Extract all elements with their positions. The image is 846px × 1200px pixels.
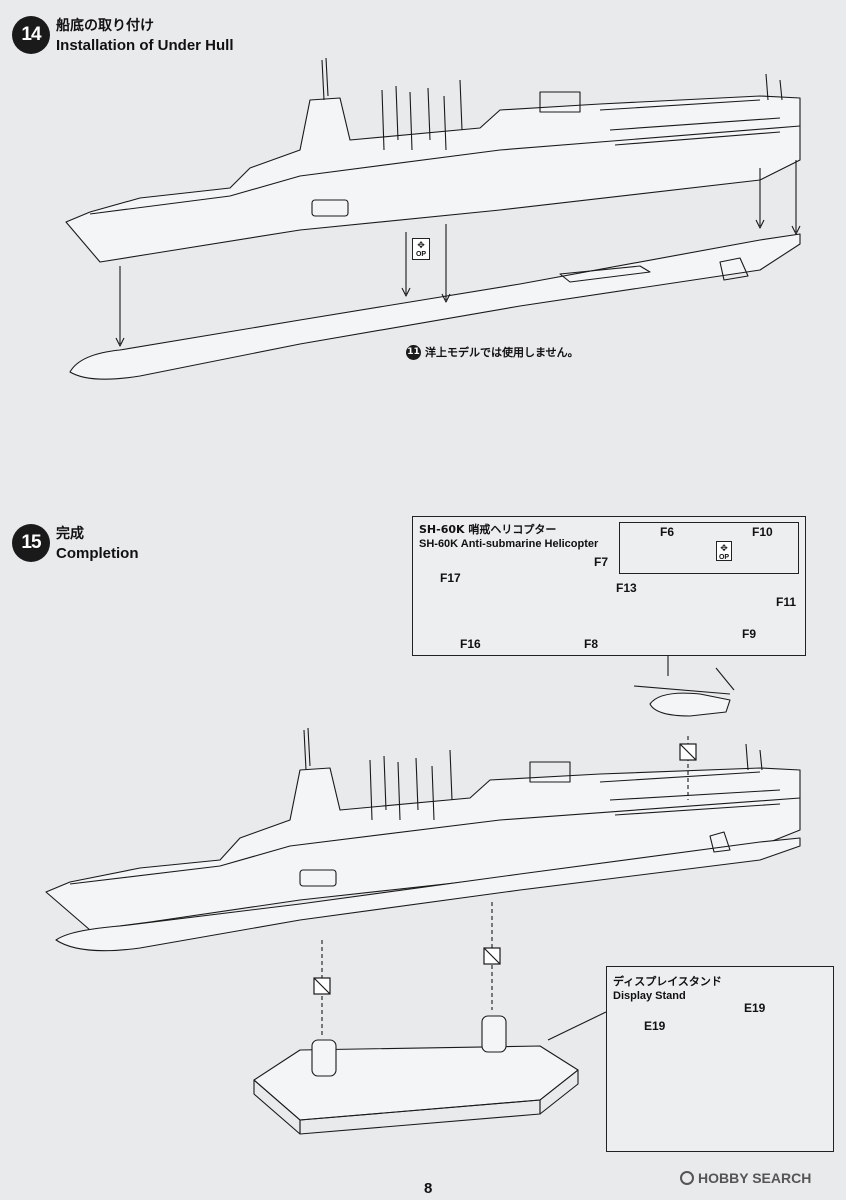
helicopter-title-en: SH-60K Anti-submarine Helicopter	[419, 538, 599, 550]
helicopter-title-jp: SH-60K 哨戒ヘリコプター	[419, 523, 557, 536]
part-label: F13	[616, 581, 637, 595]
page-number: 8	[424, 1180, 433, 1197]
stand-title-en: Display Stand	[613, 990, 686, 1002]
step-15-title-en: Completion	[56, 545, 139, 562]
part-label: F8	[584, 637, 599, 651]
part-label: E19	[644, 1019, 666, 1033]
helicopter-subassembly-box: SH-60K 哨戒ヘリコプター SH-60K Anti-submarine He…	[412, 516, 806, 656]
step-14-number: 14	[12, 16, 50, 54]
part-label: E19	[744, 1001, 766, 1015]
note-text: 洋上モデルでは使用しません。	[425, 346, 579, 359]
step-14-title-jp: 船底の取り付け	[56, 18, 154, 34]
placement-marks	[313, 743, 697, 995]
assembly-arrows-14	[115, 160, 801, 347]
part-label: F7	[594, 555, 609, 569]
ship-complete	[45, 727, 801, 952]
step-15-number: 15	[12, 524, 50, 562]
part-label: F9	[742, 627, 757, 641]
helicopter-hovering	[633, 667, 735, 717]
watermark-logo-icon	[680, 1171, 694, 1185]
watermark-text: HOBBY SEARCH	[698, 1170, 812, 1186]
part-label: F10	[752, 525, 773, 539]
step-14-title-en: Installation of Under Hull	[56, 37, 234, 54]
ship-upper-hull	[65, 57, 801, 263]
step-15-title-jp: 完成	[56, 526, 84, 542]
ship-under-hull	[69, 233, 801, 380]
display-stand-box: ディスプレイスタンド Display Stand	[606, 966, 834, 1152]
decal-icon: ✥	[417, 240, 425, 250]
display-stand-drawing	[253, 1011, 607, 1135]
part-label: F17	[440, 571, 461, 585]
part-label: F11	[776, 595, 797, 609]
optional-part-icon: ✥ OP	[716, 541, 732, 561]
optional-label: OP	[718, 554, 730, 561]
watermark: HOBBY SEARCH	[680, 1170, 811, 1186]
step-14-header: 14 船底の取り付け Installation of Under Hull	[12, 16, 234, 55]
note-number: 11	[406, 344, 421, 360]
optional-label: OP	[415, 251, 427, 258]
part-label: F6	[660, 525, 675, 539]
step-15-header: 15 完成 Completion	[12, 524, 139, 563]
part-label: F16	[460, 637, 481, 651]
rotor-options-box: ✥ OP	[619, 522, 799, 574]
decal-icon: ✥	[720, 543, 728, 553]
stand-title-jp: ディスプレイスタンド	[613, 975, 722, 988]
step-14-note: 11 洋上モデルでは使用しません。	[406, 344, 579, 360]
optional-part-icon: ✥ OP	[412, 238, 430, 260]
